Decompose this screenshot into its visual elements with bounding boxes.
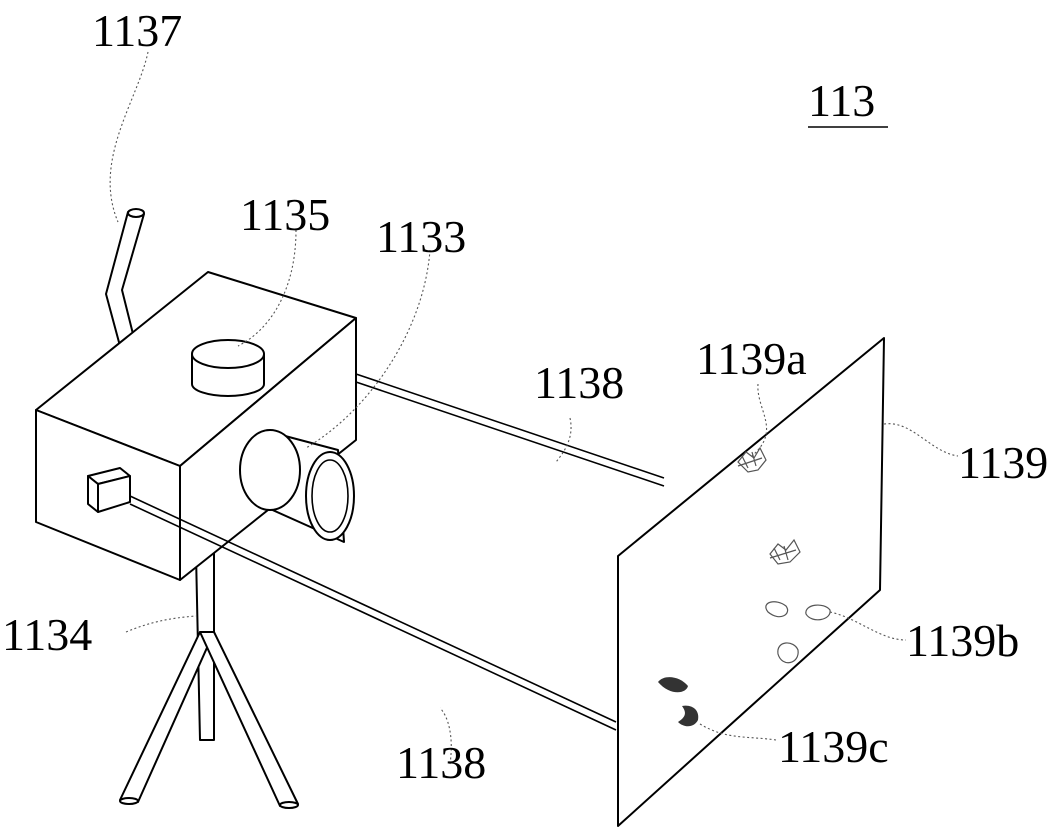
- label-1139c: 1139c: [778, 721, 889, 772]
- specimen-c: [658, 677, 699, 727]
- camera-body: [35, 271, 357, 581]
- label-1138-upper: 1138: [534, 357, 624, 408]
- label-1139b: 1139b: [906, 615, 1019, 666]
- leader-lines: [109, 51, 959, 765]
- label-1137: 1137: [92, 5, 182, 56]
- label-1139: 1139: [958, 437, 1048, 488]
- specimen-b: [765, 601, 831, 664]
- lens: [239, 429, 355, 543]
- rod-lower: [129, 495, 617, 731]
- connector-box: [87, 467, 131, 513]
- light-unit: [191, 339, 265, 397]
- label-1139a: 1139a: [696, 333, 807, 384]
- specimen-a: [737, 446, 801, 565]
- handle: [105, 208, 145, 347]
- label-1135: 1135: [240, 189, 330, 240]
- rod-upper: [355, 373, 665, 487]
- label-113: 113: [808, 75, 875, 126]
- label-1138-lower: 1138: [396, 737, 486, 788]
- label-1134: 1134: [2, 609, 92, 660]
- label-1133: 1133: [376, 211, 466, 262]
- display-board: [617, 337, 885, 827]
- tripod-stand: [119, 551, 299, 809]
